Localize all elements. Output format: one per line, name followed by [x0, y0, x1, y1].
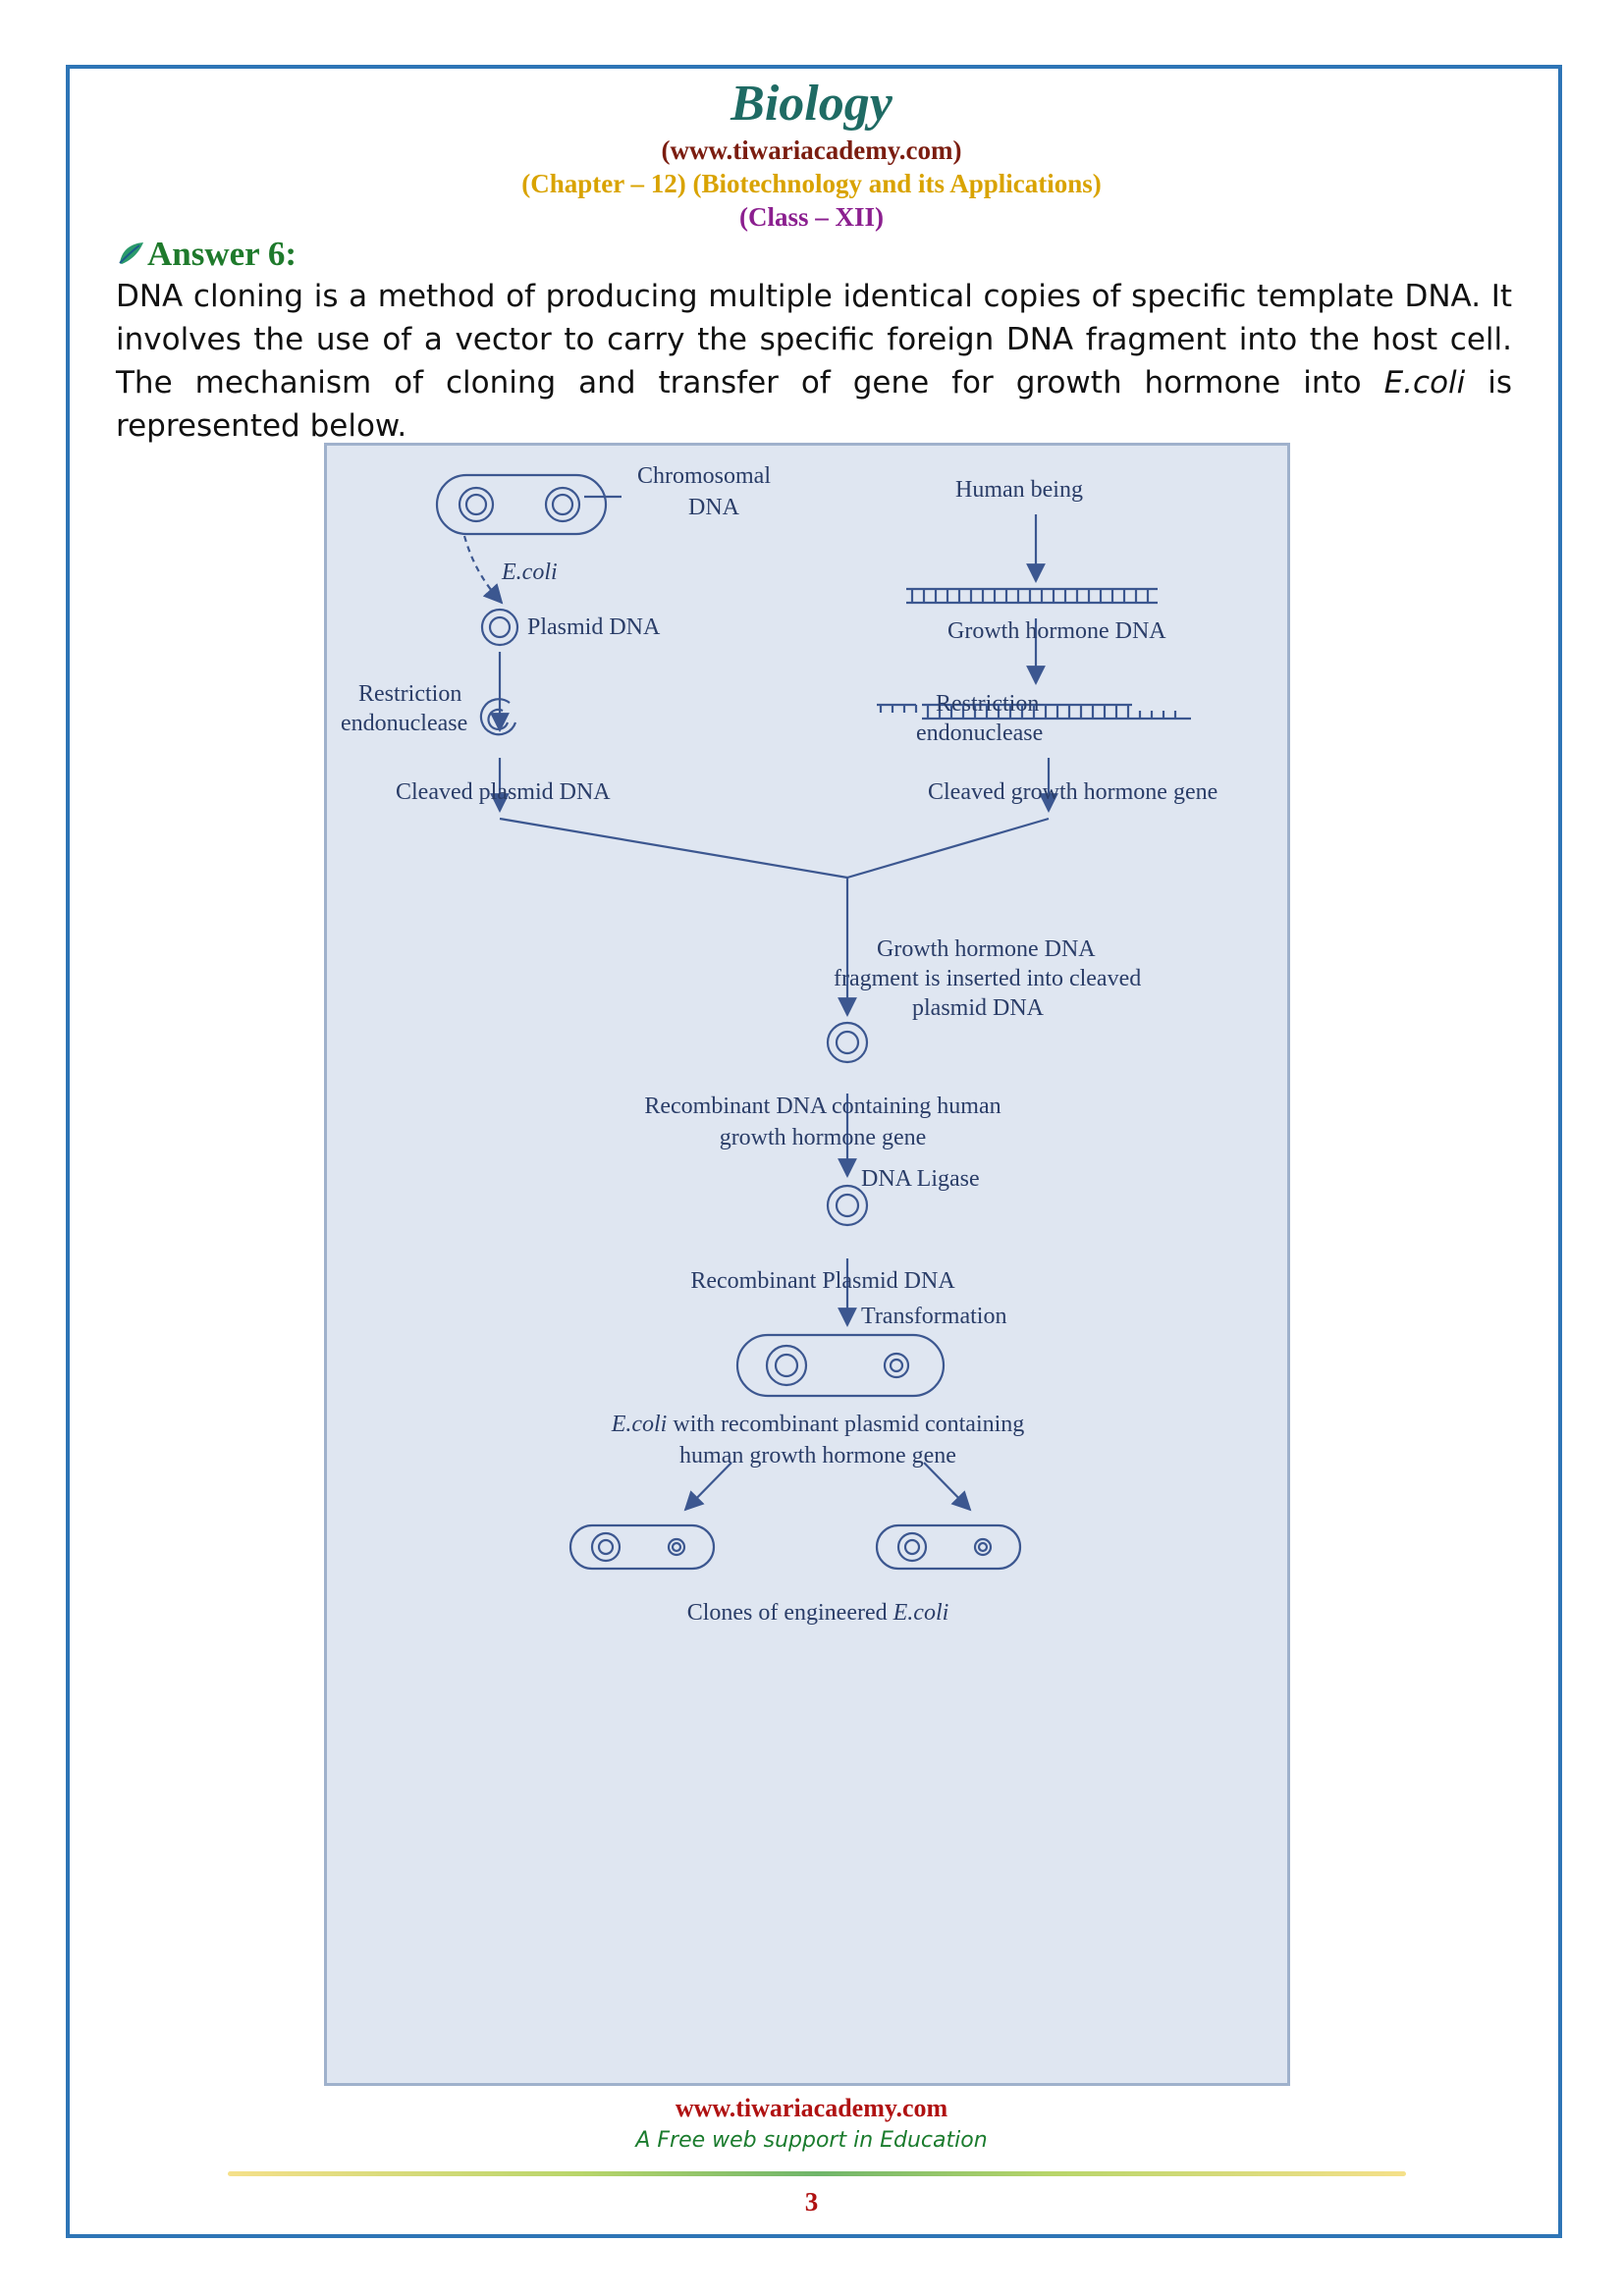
label-human-being: Human being: [955, 477, 1083, 503]
page-border: [66, 65, 1562, 2238]
ecoli-cell-icon: [435, 473, 608, 536]
answer-heading-text: Answer 6:: [147, 235, 297, 273]
answer-text-after: is represented below.: [116, 365, 1512, 444]
label-insert-1: Growth hormone DNA: [877, 936, 1096, 962]
leaf-logo-icon: [119, 242, 143, 264]
label-ecoli: E.coli: [502, 560, 558, 585]
recombinant-dna-icon: [826, 1021, 869, 1064]
transformed-ecoli-icon: [735, 1333, 946, 1398]
label-transformation: Transformation: [861, 1304, 1007, 1329]
label-clones: Clones of engineered E.coli: [686, 1600, 949, 1626]
page-title: Biology: [730, 76, 893, 132]
footer-divider: [228, 2171, 1406, 2176]
label-recombinant-plasmid: Recombinant Plasmid DNA: [690, 1268, 955, 1294]
label-dna-ligase: DNA Ligase: [861, 1166, 980, 1192]
answer-heading: Answer 6:: [116, 232, 297, 277]
label-restriction-left-2: endonuclease: [341, 711, 468, 736]
diagram-drawing: [435, 473, 1191, 1571]
label-restriction-right-1: Restriction: [936, 691, 1040, 717]
page-number: 3: [804, 2187, 819, 2216]
cleaved-gene-icon: [877, 703, 1191, 721]
clone-ecoli-left-icon: [568, 1523, 716, 1571]
label-ecoli-recombinant-1: E.coli with recombinant plasmid containi…: [611, 1412, 1025, 1437]
label-recombinant-2: growth hormone gene: [719, 1125, 927, 1150]
label-cleaved-plasmid: Cleaved plasmid DNA: [396, 779, 611, 805]
label-cleaved-gene: Cleaved growth hormone gene: [928, 779, 1218, 805]
answer-paragraph: DNA cloning is a method of producing mul…: [116, 275, 1512, 448]
answer-text-italic: E.coli: [1383, 365, 1466, 400]
cleaved-plasmid-icon: [479, 698, 517, 736]
label-insert-3: plasmid DNA: [912, 995, 1044, 1021]
answer-text-before: DNA cloning is a method of producing mul…: [116, 279, 1512, 400]
label-insert-2: fragment is inserted into cleaved: [834, 966, 1142, 991]
label-recombinant-1: Recombinant DNA containing human: [644, 1094, 1001, 1119]
clone-ecoli-right-icon: [875, 1523, 1022, 1571]
label-growth-hormone-dna: Growth hormone DNA: [947, 618, 1166, 644]
recombinant-plasmid-icon: [826, 1184, 869, 1227]
plasmid-icon: [480, 608, 519, 647]
footer-site-link[interactable]: www.tiwariacademy.com: [675, 2094, 948, 2122]
label-plasmid-dna: Plasmid DNA: [527, 614, 661, 640]
dna-cloning-diagram: Chromosomal DNA E.coli Human being Plasm…: [324, 443, 1290, 2086]
chapter-line: (Chapter – 12) (Biotechnology and its Ap…: [521, 169, 1102, 198]
growth-hormone-dna-icon: [906, 587, 1158, 605]
label-chromosomal-1: Chromosomal: [637, 463, 771, 489]
label-chromosomal-2: DNA: [688, 495, 739, 520]
label-ecoli-recombinant-2: human growth hormone gene: [679, 1443, 956, 1468]
label-restriction-left-1: Restriction: [358, 681, 462, 707]
label-restriction-right-2: endonuclease: [916, 721, 1044, 746]
footer-tagline: A Free web support in Education: [635, 2128, 988, 2153]
class-line: (Class – XII): [738, 202, 884, 232]
header-site-link[interactable]: (www.tiwariacademy.com): [661, 135, 962, 165]
